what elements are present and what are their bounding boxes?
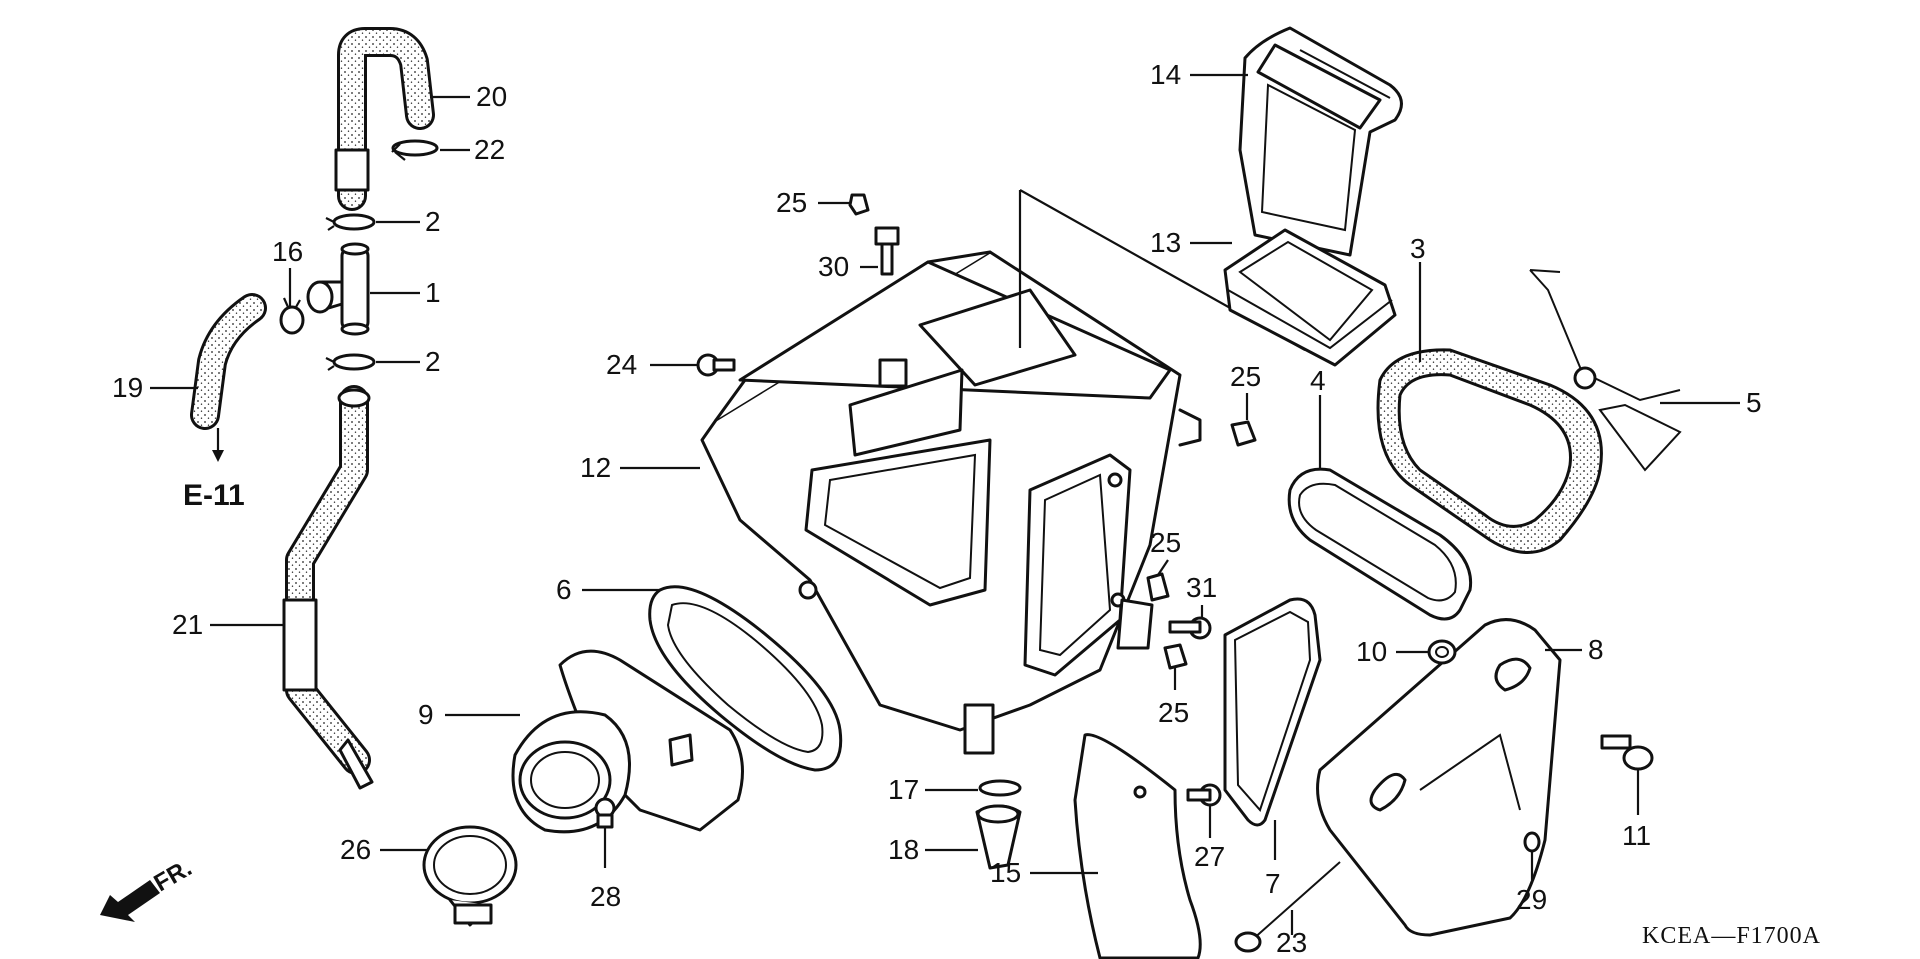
callout-25-bottom: 25 xyxy=(1158,697,1189,728)
callout-10: 10 xyxy=(1356,636,1387,667)
hose-clip-2-lower xyxy=(325,353,376,371)
callout-27: 27 xyxy=(1194,841,1225,872)
callout-26: 26 xyxy=(340,834,371,865)
callout-31: 31 xyxy=(1186,572,1217,603)
callout-15: 15 xyxy=(990,857,1021,888)
intake-duct-14 xyxy=(1238,26,1403,257)
breather-joint-1 xyxy=(306,242,370,336)
callout-25-top: 25 xyxy=(776,187,807,218)
drain-plug-18 xyxy=(975,804,1022,870)
callout-18: 18 xyxy=(888,834,919,865)
bolt-23 xyxy=(1234,861,1341,953)
callout-9: 9 xyxy=(418,699,434,730)
callout-17: 17 xyxy=(888,774,919,805)
callout-23: 23 xyxy=(1276,927,1307,958)
element-holder-5 xyxy=(1529,269,1682,472)
washer-29 xyxy=(1523,831,1541,853)
callout-16: 16 xyxy=(272,236,303,267)
screw-27 xyxy=(1186,783,1222,807)
callout-25-right: 25 xyxy=(1230,361,1261,392)
callout-30: 30 xyxy=(818,251,849,282)
e11-reference: E-11 xyxy=(183,479,245,512)
grommet-25-mid xyxy=(1146,572,1170,602)
callout-22: 22 xyxy=(474,134,505,165)
fastener-11 xyxy=(1600,734,1654,771)
duct-seal-13 xyxy=(1223,228,1397,367)
callout-4: 4 xyxy=(1310,365,1326,396)
callout-7: 7 xyxy=(1265,868,1281,899)
callout-12: 12 xyxy=(580,452,611,483)
callout-labels: 20 22 2 16 1 2 19 E-11 21 25 30 24 12 6 … xyxy=(112,59,1821,958)
diagram-code: KCEA—F1700A xyxy=(1642,923,1821,949)
callout-29: 29 xyxy=(1516,884,1547,915)
side-cover-8 xyxy=(1316,618,1562,937)
leader-lines xyxy=(150,73,1740,935)
callout-1: 1 xyxy=(425,277,441,308)
breather-hose-lower-21 xyxy=(282,385,374,790)
callout-19: 19 xyxy=(112,372,143,403)
gasket-6 xyxy=(648,585,843,772)
hose-clip-16 xyxy=(279,297,305,335)
callout-25-mid: 25 xyxy=(1150,527,1181,558)
element-3 xyxy=(1376,348,1603,554)
arrow-head xyxy=(212,450,224,462)
callout-28: 28 xyxy=(590,881,621,912)
breather-hose-upper xyxy=(334,27,435,211)
bolt-28 xyxy=(594,797,616,829)
air-cleaner-case-12 xyxy=(700,250,1202,755)
callout-11: 11 xyxy=(1622,820,1651,851)
seal-7 xyxy=(1223,597,1322,827)
hose-band-26 xyxy=(422,825,518,927)
clip-17 xyxy=(978,779,1022,797)
callout-2-upper: 2 xyxy=(425,206,441,237)
callout-14: 14 xyxy=(1150,59,1181,90)
grommet-25-bottom xyxy=(1163,643,1188,670)
callout-3: 3 xyxy=(1410,233,1426,264)
callout-21: 21 xyxy=(172,609,203,640)
hose-clip-22 xyxy=(391,139,439,161)
callout-20: 20 xyxy=(476,81,507,112)
callout-5: 5 xyxy=(1746,387,1762,418)
drain-tube-19 xyxy=(190,293,267,430)
grommet-25-top xyxy=(848,193,870,216)
hose-clip-2-upper xyxy=(325,213,376,231)
callout-2-lower: 2 xyxy=(425,346,441,377)
front-direction-arrow: FR. xyxy=(100,854,196,922)
grommet-10 xyxy=(1427,639,1457,665)
element-4 xyxy=(1287,467,1473,621)
bolt-30 xyxy=(874,226,900,276)
callout-13: 13 xyxy=(1150,227,1181,258)
bolt-31 xyxy=(1168,616,1212,640)
grommet-25-right xyxy=(1230,420,1257,447)
callout-24: 24 xyxy=(606,349,637,380)
cover-15 xyxy=(1073,733,1202,959)
screw-24 xyxy=(696,353,736,377)
callout-6: 6 xyxy=(556,574,572,605)
callout-8: 8 xyxy=(1588,634,1604,665)
